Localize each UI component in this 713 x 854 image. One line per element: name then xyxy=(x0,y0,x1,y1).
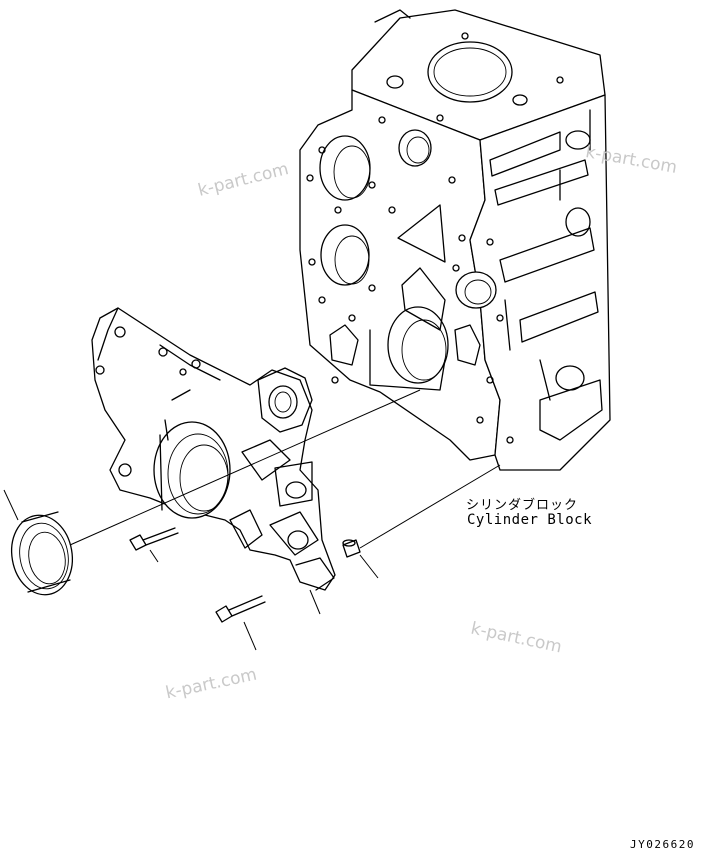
front-case xyxy=(91,307,336,591)
callout-label-english: Cylinder Block xyxy=(467,512,593,528)
oil-seal xyxy=(11,511,73,596)
dowel-pin xyxy=(342,539,361,558)
callout-label-japanese: シリンダブロック xyxy=(466,498,579,513)
drawing-code: JY026620 xyxy=(630,838,695,851)
long-bolt xyxy=(215,595,266,623)
cylinder-block xyxy=(299,9,611,471)
short-bolt xyxy=(129,527,179,551)
leader-lines xyxy=(3,389,501,651)
